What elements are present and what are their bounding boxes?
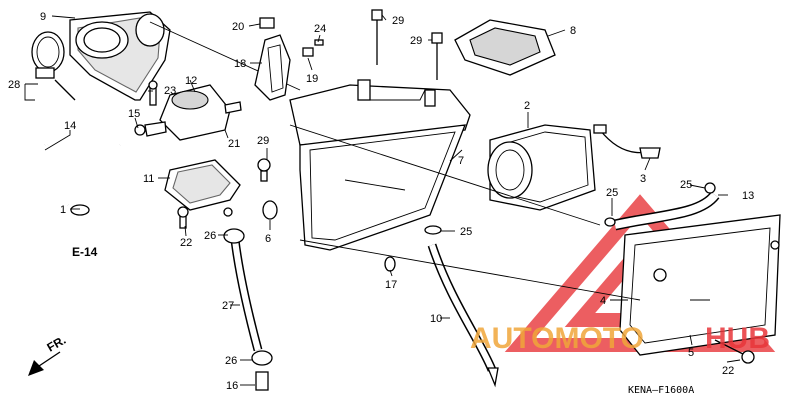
cover-bolt bbox=[714, 339, 755, 364]
diagram-code: KENA–F1600A bbox=[628, 385, 694, 396]
hose-clamp bbox=[31, 31, 76, 101]
callout-28: 28 bbox=[8, 79, 20, 91]
callout-18: 18 bbox=[234, 58, 246, 70]
air-valve bbox=[144, 84, 242, 141]
watermark-text-automoto: AUTOMOTO bbox=[470, 322, 644, 355]
callout-16: 16 bbox=[226, 380, 238, 392]
callout-29-left: 29 bbox=[257, 135, 269, 147]
callout-25-right: 25 bbox=[680, 179, 692, 191]
callout-12: 12 bbox=[185, 75, 197, 87]
callout-29-top: 29 bbox=[392, 15, 404, 27]
callout-13: 13 bbox=[742, 190, 754, 202]
callout-21: 21 bbox=[228, 138, 240, 150]
callout-labels: 9 28 14 1 E-14 15 23 12 21 11 22 26 27 2… bbox=[8, 11, 754, 392]
callout-19: 19 bbox=[306, 73, 318, 85]
small-fasteners bbox=[257, 9, 443, 182]
mounting-bracket bbox=[254, 34, 291, 101]
reference-e14: E-14 bbox=[72, 245, 98, 259]
lower-hose bbox=[223, 228, 273, 391]
callout-29-middle: 29 bbox=[410, 35, 422, 47]
callout-2: 2 bbox=[524, 100, 530, 112]
callout-1: 1 bbox=[60, 204, 66, 216]
valve-cover bbox=[164, 159, 241, 229]
callout-11: 11 bbox=[143, 173, 154, 185]
watermark-text-hub: HUB bbox=[705, 322, 770, 355]
connecting-tube bbox=[613, 182, 720, 231]
callout-27: 27 bbox=[222, 300, 234, 312]
drain-tube bbox=[427, 243, 499, 388]
callout-17: 17 bbox=[385, 279, 397, 291]
callout-4: 4 bbox=[600, 295, 606, 307]
breather-hose bbox=[40, 139, 121, 216]
callout-22-left: 22 bbox=[180, 237, 192, 249]
side-cover bbox=[619, 214, 781, 356]
front-label: FR. bbox=[45, 333, 69, 355]
callout-26-upper: 26 bbox=[204, 230, 216, 242]
watermark-text: AUTOMOTO HUB bbox=[470, 322, 770, 355]
callout-14: 14 bbox=[64, 120, 76, 132]
callout-7: 7 bbox=[458, 155, 464, 167]
callout-26-lower: 26 bbox=[225, 355, 237, 367]
callout-22-right: 22 bbox=[722, 365, 734, 377]
intake-duct bbox=[69, 11, 301, 101]
callout-25-center: 25 bbox=[460, 226, 472, 238]
leader-lines bbox=[24, 14, 741, 386]
front-direction-arrow: FR. bbox=[28, 333, 68, 376]
resonator-cap bbox=[454, 19, 556, 76]
callout-6: 6 bbox=[265, 233, 271, 245]
callout-24: 24 bbox=[314, 23, 326, 35]
callout-10: 10 bbox=[430, 313, 442, 325]
air-cleaner-housing bbox=[289, 79, 471, 251]
callout-8: 8 bbox=[570, 25, 576, 37]
callout-9: 9 bbox=[40, 11, 46, 23]
callout-3: 3 bbox=[640, 173, 646, 185]
callout-25-left: 25 bbox=[606, 187, 618, 199]
callout-23: 23 bbox=[164, 85, 176, 97]
grommets bbox=[262, 200, 616, 272]
drain-hose bbox=[593, 124, 661, 159]
callout-20: 20 bbox=[232, 21, 244, 33]
air-filter-element bbox=[487, 124, 596, 211]
callout-5: 5 bbox=[688, 347, 694, 359]
callout-15: 15 bbox=[128, 108, 140, 120]
